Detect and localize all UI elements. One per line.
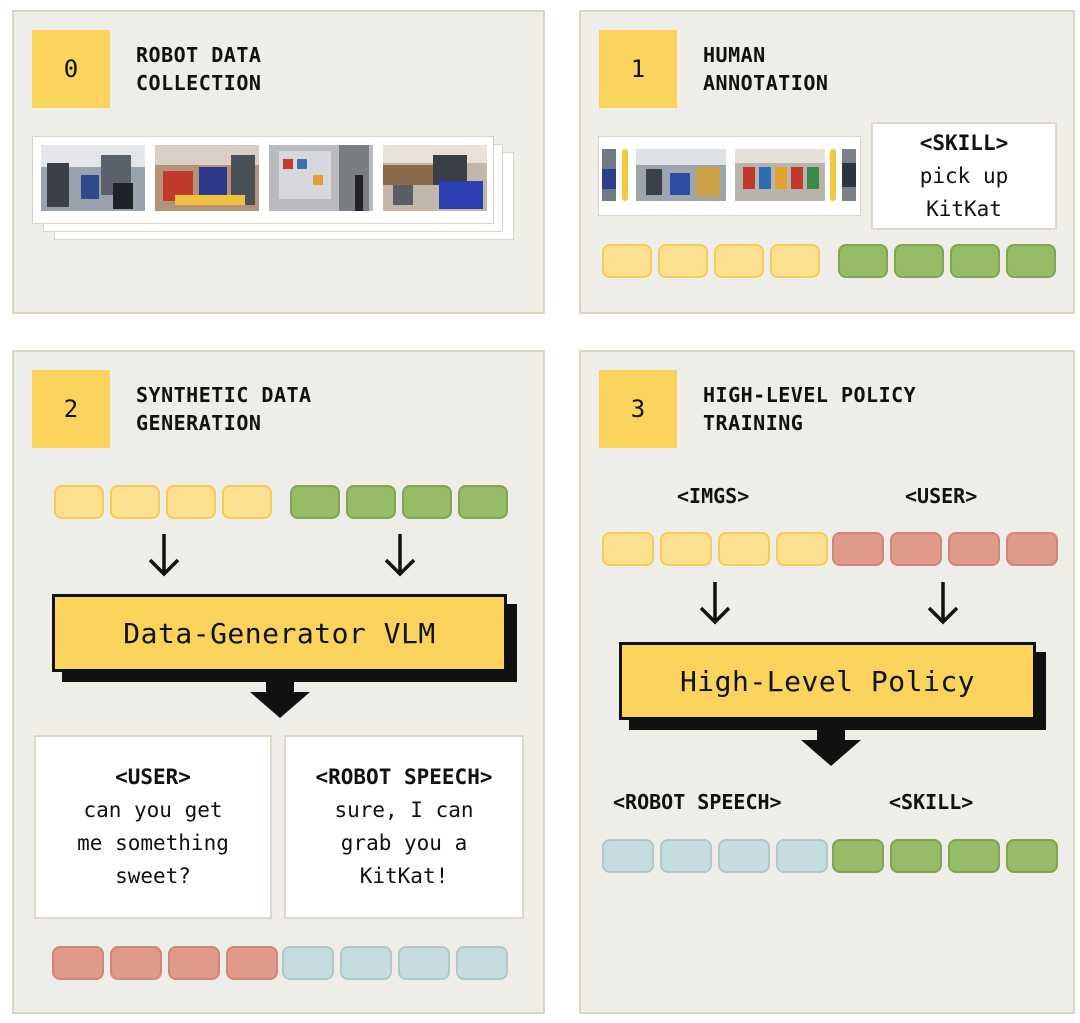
down-triangle-arrow-icon <box>250 680 310 718</box>
image-token <box>54 485 104 519</box>
user-token <box>832 532 884 566</box>
image-token <box>166 485 216 519</box>
robot-speech-token <box>282 946 334 980</box>
segment-marker <box>622 149 628 201</box>
panel-high-level-policy-training: 3 HIGH-LEVEL POLICY TRAINING <IMGS> <USE… <box>579 350 1075 1014</box>
panel-human-annotation: 1 HUMAN ANNOTATION <SKILL> pick up KitKa… <box>579 10 1075 314</box>
panel-title: SYNTHETIC DATA GENERATION <box>136 383 312 435</box>
skill-token <box>890 839 942 873</box>
user-token <box>168 946 220 980</box>
robot-camera-frame-3 <box>269 145 373 211</box>
image-token <box>602 244 652 278</box>
clip-frame-3 <box>735 149 825 201</box>
annotation-clip-strip <box>598 136 861 216</box>
robot-speech-token <box>340 946 392 980</box>
step-number-1: 1 <box>599 30 677 108</box>
step-number-2: 2 <box>32 370 110 448</box>
skill-token <box>458 485 508 519</box>
skill-token <box>1006 244 1056 278</box>
image-token <box>718 532 770 566</box>
robot-speech-token <box>718 839 770 873</box>
down-arrow-icon <box>699 582 731 625</box>
clip-frame-2 <box>636 149 726 201</box>
robot-speech-token <box>602 839 654 873</box>
image-token <box>714 244 764 278</box>
down-arrow-icon <box>927 582 959 625</box>
imgs-label: <IMGS> <box>677 484 750 508</box>
skill-token <box>346 485 396 519</box>
robot-speech-token <box>456 946 508 980</box>
robot-speech-box: <ROBOT SPEECH> sure, I can grab you a Ki… <box>284 735 524 919</box>
skill-token <box>948 839 1000 873</box>
user-token <box>52 946 104 980</box>
data-generator-vlm-block: Data-Generator VLM <box>52 594 507 672</box>
step-number-3: 3 <box>599 370 677 448</box>
down-triangle-arrow-icon <box>801 728 861 766</box>
user-label: <USER> <box>905 484 978 508</box>
skill-token <box>290 485 340 519</box>
image-token <box>776 532 828 566</box>
image-token <box>222 485 272 519</box>
image-token <box>602 532 654 566</box>
robot-speech-token <box>776 839 828 873</box>
robot-camera-frame-4 <box>383 145 487 211</box>
clip-frame-1 <box>602 149 616 201</box>
panel-robot-data-collection: 0 ROBOT DATA COLLECTION <box>12 10 545 314</box>
skill-token <box>1006 839 1058 873</box>
image-token <box>770 244 820 278</box>
skill-token <box>832 839 884 873</box>
panel-title: HIGH-LEVEL POLICY TRAINING <box>703 383 917 435</box>
panel-synthetic-data-generation: 2 SYNTHETIC DATA GENERATION Data-Generat… <box>12 350 545 1014</box>
frame-stack-front <box>32 136 494 224</box>
clip-frame-4 <box>842 149 856 201</box>
high-level-policy-block: High-Level Policy <box>619 642 1036 720</box>
skill-token <box>838 244 888 278</box>
skill-token <box>402 485 452 519</box>
skill-token <box>950 244 1000 278</box>
robot-camera-frame-1 <box>41 145 145 211</box>
robot-speech-token <box>660 839 712 873</box>
user-token <box>226 946 278 980</box>
user-token <box>948 532 1000 566</box>
robot-speech-label: <ROBOT SPEECH> <box>613 790 782 814</box>
down-arrow-icon <box>148 534 180 577</box>
image-token <box>110 485 160 519</box>
user-token <box>110 946 162 980</box>
skill-token <box>894 244 944 278</box>
image-token <box>658 244 708 278</box>
segment-marker <box>830 149 836 201</box>
robot-camera-frame-2 <box>155 145 259 211</box>
skill-annotation-box: <SKILL> pick up KitKat <box>871 122 1057 230</box>
panel-title: ROBOT DATA COLLECTION <box>136 43 262 95</box>
skill-label: <SKILL> <box>889 790 974 814</box>
user-prompt-box: <USER> can you get me something sweet? <box>34 735 272 919</box>
panel-title: HUMAN ANNOTATION <box>703 43 829 95</box>
robot-speech-token <box>398 946 450 980</box>
user-token <box>1006 532 1058 566</box>
down-arrow-icon <box>384 534 416 577</box>
user-token <box>890 532 942 566</box>
image-token <box>660 532 712 566</box>
step-number-0: 0 <box>32 30 110 108</box>
